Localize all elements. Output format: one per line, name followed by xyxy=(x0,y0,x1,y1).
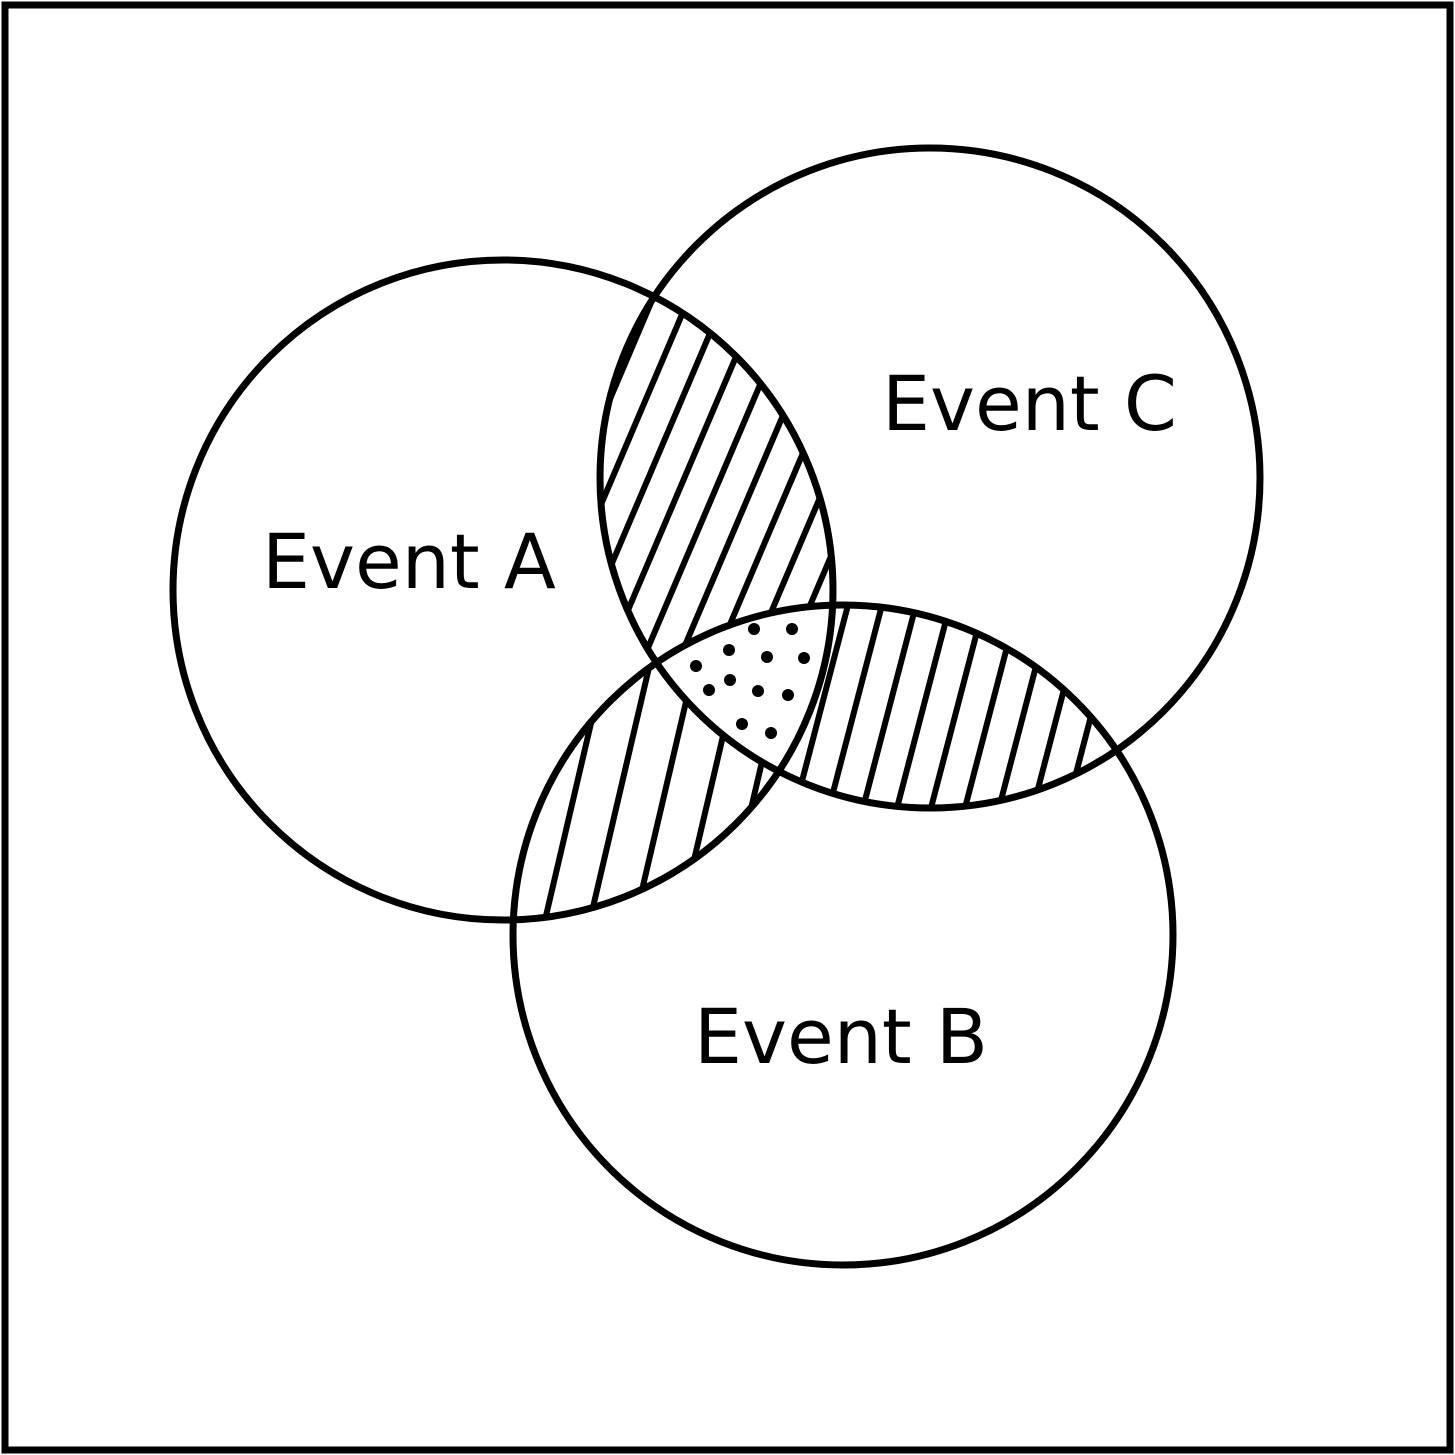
dot-mark xyxy=(786,623,798,635)
dot-mark xyxy=(748,623,760,635)
hatch-line xyxy=(513,605,833,920)
hatch-line xyxy=(861,605,1173,808)
dot-mark xyxy=(782,689,794,701)
dot-mark xyxy=(761,651,773,663)
circle-event-c xyxy=(596,144,1264,812)
label-event-a: Event A xyxy=(262,517,556,606)
circle-event-b xyxy=(509,601,1177,1269)
dot-mark xyxy=(765,727,777,739)
circle-event-a xyxy=(169,256,837,924)
dot-mark xyxy=(690,660,702,672)
hatch-line xyxy=(759,605,1145,808)
hatch-line xyxy=(691,605,1077,808)
hatch-line xyxy=(793,605,1173,808)
hatch-line xyxy=(725,605,1111,808)
hatch-line xyxy=(827,605,1173,808)
hatch-line xyxy=(513,605,808,920)
hatch-line xyxy=(895,605,1173,808)
dot-mark xyxy=(724,674,736,686)
label-event-b: Event B xyxy=(694,992,988,1081)
dot-mark xyxy=(723,644,735,656)
label-event-c: Event C xyxy=(882,359,1177,448)
hatch-line xyxy=(623,605,1009,808)
dot-mark xyxy=(798,652,810,664)
dot-mark xyxy=(752,685,764,697)
dot-mark xyxy=(703,684,715,696)
dot-mark xyxy=(736,718,748,730)
hatch-line xyxy=(657,605,1043,808)
